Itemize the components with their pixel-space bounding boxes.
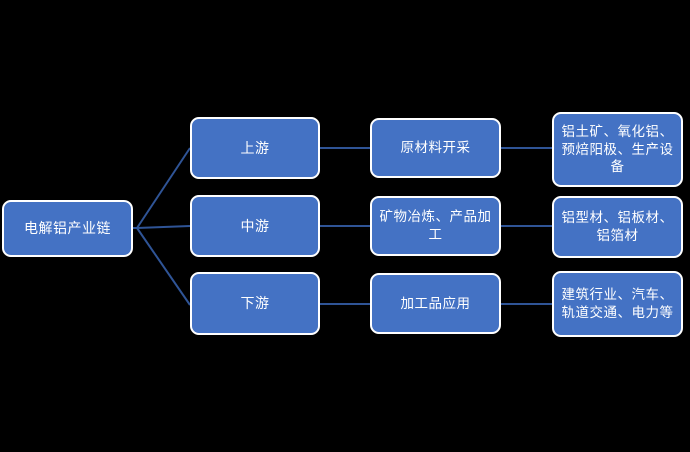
node-tier-downstream-label: 下游 [240,295,270,312]
node-detail-upstream[interactable]: 铝土矿、氧化铝、预焙阳极、生产设备 [552,112,683,187]
node-tier-upstream[interactable]: 上游 [190,117,320,179]
node-root-label: 电解铝产业链 [24,220,111,237]
node-tier-upstream-label: 上游 [240,139,270,156]
node-stage-downstream[interactable]: 加工品应用 [370,273,501,334]
connector-root-to-tier-1 [136,225,191,229]
node-detail-downstream-label: 建筑行业、汽车、轨道交通、电力等 [561,287,674,320]
node-detail-midstream-label: 铝型材、铝板材、铝箔材 [561,210,674,243]
node-root[interactable]: 电解铝产业链 [2,200,133,257]
node-stage-upstream[interactable]: 原材料开采 [370,118,501,178]
node-tier-midstream[interactable]: 中游 [190,195,320,257]
node-stage-midstream[interactable]: 矿物冶炼、产品加工 [370,196,501,256]
node-detail-upstream-label: 铝土矿、氧化铝、预焙阳极、生产设备 [561,123,674,175]
node-tier-downstream[interactable]: 下游 [190,272,320,335]
node-tier-midstream-label: 中游 [240,217,270,234]
node-stage-midstream-label: 矿物冶炼、产品加工 [379,209,492,242]
node-detail-downstream[interactable]: 建筑行业、汽车、轨道交通、电力等 [552,271,683,337]
node-detail-midstream[interactable]: 铝型材、铝板材、铝箔材 [552,196,683,258]
connector-root-to-tier-2 [136,227,191,306]
connector-root-to-tier-0 [136,147,191,229]
node-stage-upstream-label: 原材料开采 [400,140,471,156]
node-stage-downstream-label: 加工品应用 [400,295,471,311]
